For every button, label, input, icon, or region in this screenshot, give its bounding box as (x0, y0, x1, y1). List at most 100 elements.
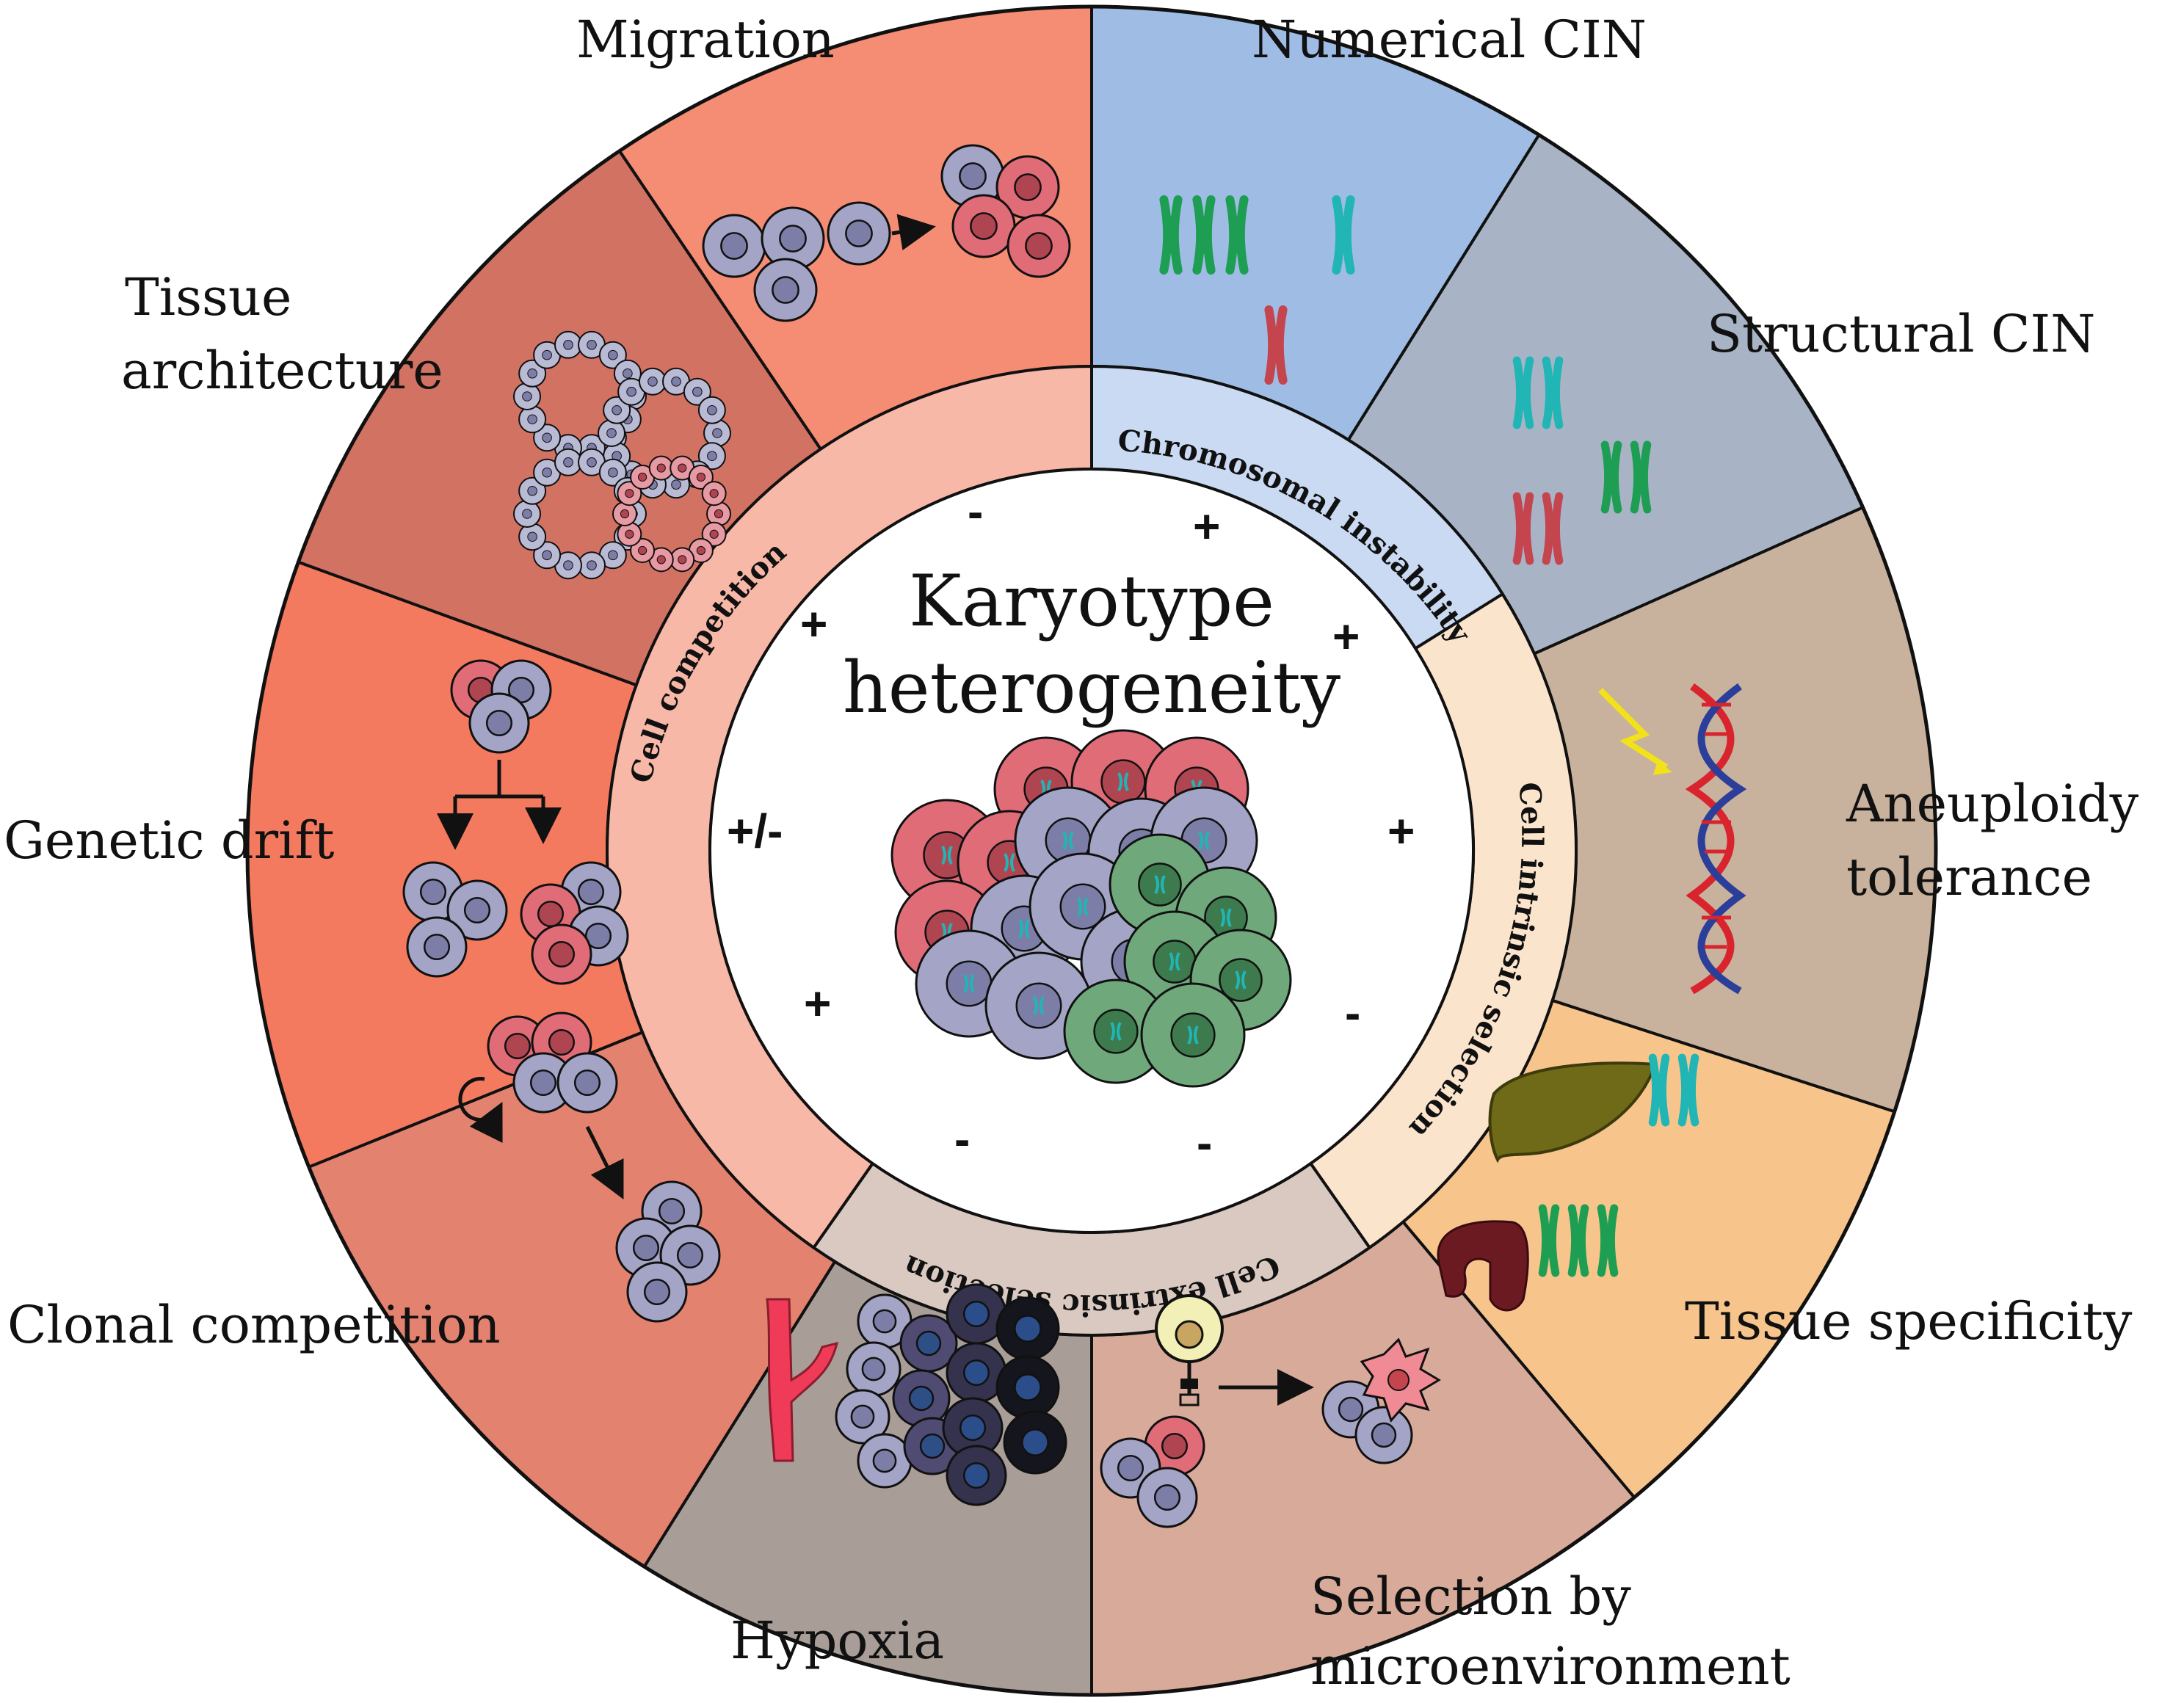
cell-dark3 (1003, 1410, 1067, 1475)
cell-blue (846, 1341, 901, 1397)
chromosome (1542, 492, 1564, 565)
cell-blue (761, 206, 825, 271)
center-title-line2: heterogeneity (842, 647, 1341, 729)
label-numerical-cin: Numerical CIN (1252, 10, 1647, 70)
cell-red (951, 194, 1016, 258)
chromosome (1600, 440, 1622, 514)
cell-dark1 (892, 1369, 951, 1428)
sign-migration: - (968, 485, 984, 538)
label-selection-microenvironment-line2: microenvironment (1310, 1636, 1791, 1696)
label-structural-cin: Structural CIN (1707, 304, 2096, 364)
nucleus-chromosome (1077, 897, 1089, 916)
clonal-competition-icon (458, 1012, 721, 1323)
label-hypoxia: Hypoxia (730, 1611, 945, 1671)
cell-blue (857, 1433, 913, 1489)
tissue-architecture-icon (513, 330, 731, 580)
label-clonal-competition: Clonal competition (7, 1295, 501, 1355)
structural-cin-chromosomes-icon (1512, 356, 1652, 565)
nucleus-chromosome (1235, 970, 1247, 990)
label-aneuploidy-tolerance-line2: tolerance (1846, 847, 2092, 907)
chromosome (1512, 356, 1534, 429)
cell-red (531, 923, 592, 985)
chromosome (1192, 195, 1216, 275)
chromosome (1567, 1204, 1589, 1277)
chromosome (1512, 492, 1534, 565)
cell-dark3 (995, 1355, 1060, 1420)
cell-blue (468, 692, 530, 754)
nucleus-chromosome (1169, 952, 1180, 971)
chromosome (1332, 195, 1355, 275)
cell-red (995, 155, 1060, 219)
nucleus-chromosome (1117, 772, 1129, 791)
cell-dark1 (899, 1314, 958, 1373)
outer-border (245, 4, 1938, 1697)
cell-blue (702, 214, 766, 278)
tumor-cell-cluster-icon (890, 729, 1292, 1088)
sign-hypoxia: - (954, 1113, 971, 1166)
sign-clonal-competition: + (804, 977, 832, 1030)
chromosome (1630, 440, 1652, 514)
cell-blue (626, 1261, 688, 1323)
nucleus-chromosome (1220, 908, 1232, 927)
cell-dark2 (946, 1445, 1007, 1506)
nucleus-chromosome (1018, 919, 1030, 938)
dna-damage-icon (1598, 683, 1747, 995)
nucleus-chromosome (1033, 996, 1045, 1015)
sign-structural-cin: + (1332, 610, 1360, 663)
center-title: Karyotype heterogeneity (798, 558, 1385, 731)
cell-green (1140, 982, 1246, 1088)
label-aneuploidy-tolerance-line1: Aneuploidy (1846, 774, 2139, 834)
cell-blue (940, 144, 1005, 208)
liver-icon (1488, 1061, 1658, 1163)
nucleus-chromosome (1154, 875, 1166, 894)
hypoxia-icon (766, 1283, 1067, 1506)
cell-red (1006, 214, 1071, 278)
sign-genetic-drift: +/- (727, 805, 783, 857)
numerical-cin-chromosomes-icon (1159, 195, 1355, 385)
nucleus-chromosome (1198, 831, 1210, 850)
immune-selection-icon (1100, 1294, 1441, 1528)
cell-blue (1136, 1467, 1198, 1528)
chromosome (1225, 195, 1249, 275)
cell-blue (446, 879, 508, 941)
cell-blue (512, 1052, 574, 1114)
label-selection-microenvironment-line1: Selection by (1310, 1566, 1631, 1627)
cell-blue (556, 1052, 618, 1114)
chromosome (1597, 1204, 1619, 1277)
cell-blue (406, 916, 468, 978)
label-genetic-drift: Genetic drift (4, 810, 335, 871)
label-tissue-architecture-line1: Tissue (125, 267, 292, 327)
label-migration: Migration (576, 10, 835, 70)
genetic-drift-icon (402, 659, 629, 985)
cell-blue (827, 201, 891, 266)
acinus (612, 455, 731, 573)
chromosome (1648, 1053, 1670, 1127)
chromosome (1538, 1204, 1560, 1277)
tissue-specificity-chromosomes-icon (1538, 1053, 1699, 1277)
chromosome (1677, 1053, 1699, 1127)
label-tissue-specificity: Tissue specificity (1685, 1291, 2133, 1351)
sign-aneuploidy-tolerance: + (1387, 805, 1415, 857)
cell-blue (835, 1389, 890, 1445)
nucleus-chromosome (1004, 853, 1015, 872)
nucleus-chromosome (1187, 1025, 1199, 1045)
label-tissue-architecture-line2: architecture (121, 341, 443, 401)
cell-dark2 (946, 1283, 1007, 1345)
cell-blue (753, 258, 818, 322)
nucleus-chromosome (1110, 1022, 1122, 1041)
cell-dark3 (995, 1296, 1060, 1361)
cell-dark2 (942, 1397, 1004, 1459)
sign-tissue-specificity: - (1345, 987, 1361, 1039)
cell-dark2 (946, 1342, 1007, 1404)
sign-selection-microenvironment: - (1197, 1116, 1213, 1169)
sign-tissue-architecture: + (800, 598, 828, 650)
cell-blue (1354, 1406, 1413, 1464)
cell-green (1063, 978, 1169, 1084)
migration-cells-icon (702, 144, 1071, 322)
sign-numerical-cin: + (1193, 500, 1221, 553)
nucleus-chromosome (1062, 831, 1074, 850)
center-title-line1: Karyotype (909, 560, 1274, 642)
nucleus-chromosome (963, 974, 975, 993)
nucleus-chromosome (941, 846, 953, 865)
